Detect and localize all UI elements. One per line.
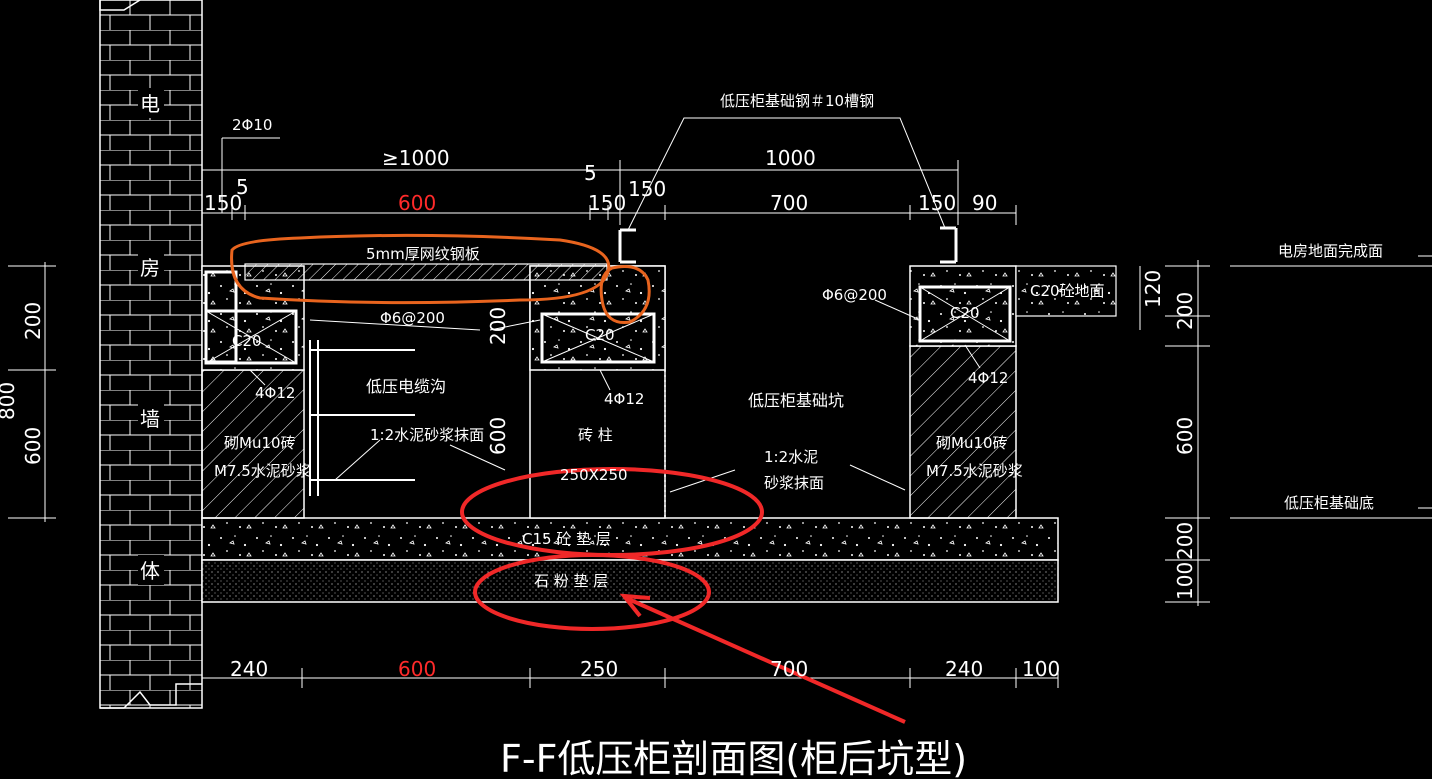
label-c20-c: C20 xyxy=(950,304,980,322)
drawing-title: F-F低压柜剖面图(柜后坑型) xyxy=(500,737,967,779)
label-pit: 低压柜基础坑 xyxy=(748,391,844,410)
channel-steel xyxy=(618,226,958,264)
label-stirrup-left: Φ6@200 xyxy=(380,309,445,327)
label-masonry-left-1: 砌Mu10砖 xyxy=(224,434,296,452)
dim-bottom-240a: 240 xyxy=(230,657,268,681)
dim-overall-left: ≥1000 xyxy=(382,146,450,170)
brick-column xyxy=(529,265,666,519)
dim-mid-150a: 150 xyxy=(588,191,626,215)
dim-mid-600: 600 xyxy=(486,417,510,455)
checker-plate xyxy=(244,263,608,281)
label-mortar-left: 1:2水泥砂浆抹面 xyxy=(370,426,484,444)
dim-90: 90 xyxy=(972,191,997,215)
wall-char-2: 房 xyxy=(140,256,160,280)
cable-brackets xyxy=(309,340,415,496)
dim-bottom-600: 600 xyxy=(398,657,436,681)
label-mortar-right-2: 砂浆抹面 xyxy=(764,474,824,492)
wall-char-3: 墙 xyxy=(140,407,160,431)
label-c20-a: C20 xyxy=(232,332,262,350)
top-dimension-lines xyxy=(8,137,1432,688)
label-trench: 低压电缆沟 xyxy=(366,377,446,396)
dim-right-150: 150 xyxy=(918,191,956,215)
label-rebar-b: 4Φ12 xyxy=(604,390,644,408)
label-rebar-a: 4Φ12 xyxy=(255,384,295,402)
dim-left-800: 800 xyxy=(0,382,19,420)
right-pit-wall xyxy=(909,265,1117,519)
label-pit-bottom: 低压柜基础底 xyxy=(1284,494,1374,512)
label-channel: 低压柜基础钢＃10槽钢 xyxy=(720,92,874,110)
dim-right-600: 600 xyxy=(1173,417,1197,455)
label-masonry-right-1: 砌Mu10砖 xyxy=(936,434,1008,452)
dim-bottom-700: 700 xyxy=(770,657,808,681)
dim-mid-150b: 150 xyxy=(628,177,666,201)
orange-markup xyxy=(230,233,651,325)
label-rebar-top: 2Φ10 xyxy=(232,116,272,134)
wall-char-1: 电 xyxy=(140,92,160,116)
dim-bottom-250: 250 xyxy=(580,657,618,681)
dim-five-left: 5 xyxy=(236,175,249,199)
label-mortar-right-1: 1:2水泥 xyxy=(764,448,818,466)
dim-overall-right: 1000 xyxy=(765,146,816,170)
label-c20-b: C20 xyxy=(585,326,615,344)
red-markup xyxy=(460,467,906,724)
dim-right-200a: 200 xyxy=(1173,292,1197,330)
wall-labels: 电 房 墙 体 xyxy=(138,88,164,585)
label-column-size: 250X250 xyxy=(560,466,628,484)
leader-lines xyxy=(249,117,981,493)
label-c15: C15 砼 垫 层 xyxy=(522,530,611,548)
label-plate: 5mm厚网纹钢板 xyxy=(366,245,480,263)
label-stirrup-right: Φ6@200 xyxy=(822,286,887,304)
foundation-layers xyxy=(201,517,1059,603)
dim-600-top: 600 xyxy=(398,191,436,215)
label-masonry-right-2: M7.5水泥砂浆 xyxy=(926,462,1023,480)
dim-five-mid: 5 xyxy=(584,161,597,185)
dim-700-top: 700 xyxy=(770,191,808,215)
dim-left-200: 200 xyxy=(21,302,45,340)
label-rebar-c: 4Φ12 xyxy=(968,369,1008,387)
dim-right-100: 100 xyxy=(1173,562,1197,600)
dim-left-600: 600 xyxy=(21,427,45,465)
label-finish-floor: 电房地面完成面 xyxy=(1278,242,1383,260)
dim-left-150: 150 xyxy=(204,191,242,215)
label-c20-floor: C20砼地面 xyxy=(1030,282,1105,300)
left-trench-wall xyxy=(201,265,305,519)
label-gravel: 石 粉 垫 层 xyxy=(534,572,608,590)
dim-mid-200: 200 xyxy=(486,307,510,345)
label-brick-column: 砖 柱 xyxy=(578,426,613,444)
dim-right-200b: 200 xyxy=(1173,522,1197,560)
dim-bottom-240b: 240 xyxy=(945,657,983,681)
dim-bottom-100: 100 xyxy=(1022,657,1060,681)
wall-char-4: 体 xyxy=(140,559,160,583)
label-masonry-left-2: M7.5水泥砂浆 xyxy=(214,462,311,480)
dim-right-120: 120 xyxy=(1141,270,1165,308)
